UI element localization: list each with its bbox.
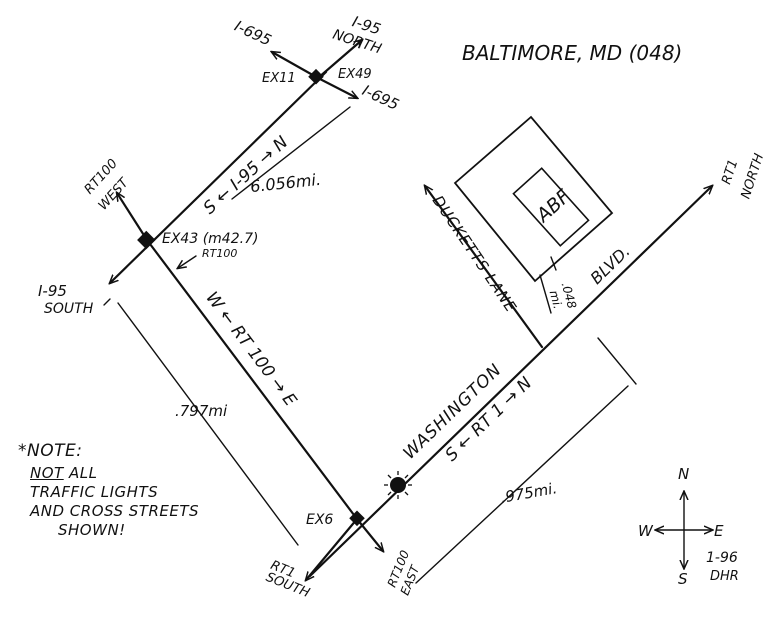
compass-s: S: [678, 570, 688, 588]
note-line-3: AND CROSS STREETS: [30, 502, 200, 520]
compass-w: W: [638, 522, 654, 540]
interchange-ex49: [308, 68, 324, 85]
dim-i95: [231, 106, 351, 200]
rt1-road: [308, 186, 712, 578]
note-line-2: TRAFFIC LIGHTS: [30, 483, 159, 501]
i95-south-sub: SOUTH: [44, 301, 94, 317]
dim-rt100-ext1: [103, 298, 111, 306]
traffic-light-rays: [384, 471, 412, 499]
abf-label-box: [512, 167, 590, 247]
rt100-direction-label: W ← RT 100 → E: [201, 288, 300, 410]
note-box: *NOTE: NOT ALL TRAFFIC LIGHTS AND CROSS …: [18, 442, 218, 540]
traffic-light-icon: [390, 477, 406, 493]
note-all: ALL: [63, 464, 98, 482]
note-not: NOT: [30, 464, 64, 482]
dist-rt100-label: .797mi: [175, 402, 228, 420]
ex43-sub: RT100: [202, 247, 237, 260]
rt100-road: [145, 238, 359, 521]
dist-lane-label: .048: [559, 281, 580, 311]
ex11-label: EX11: [262, 71, 296, 86]
i695-road-west: [272, 52, 320, 80]
dist-lane-unit: mi.: [547, 289, 565, 311]
rt1-north-label: RT1: [719, 158, 741, 187]
ex43-pointer: [178, 255, 197, 268]
note-line-1: NOT ALL: [18, 464, 218, 483]
rt1-south-arrow: [306, 517, 359, 580]
note-line-4: SHOWN!: [58, 521, 126, 539]
initials-label: DHR: [710, 569, 739, 584]
ex43-label: EX43 (m42.7): [162, 231, 258, 247]
ex49-label: EX49: [338, 67, 372, 82]
i695-west-label: I-695: [232, 17, 274, 50]
compass-n: N: [678, 465, 689, 483]
map-title: BALTIMORE, MD (048): [462, 41, 682, 65]
note-heading: *NOTE:: [18, 441, 83, 461]
dim-rt1: [415, 385, 629, 584]
driveway: [550, 256, 557, 271]
dist-rt1-label: .975mi.: [499, 479, 558, 507]
rt1-north-sub: NORTH: [739, 152, 768, 201]
blvd-label: BLVD.: [587, 242, 634, 288]
rt100-east-road: [355, 517, 383, 551]
i95-south-label: I-95: [38, 282, 67, 300]
dim-lane: [539, 274, 552, 314]
i95-north-arrow: [316, 40, 362, 80]
dim-rt100: [117, 302, 299, 546]
compass-icon: [656, 492, 712, 568]
compass-e: E: [714, 522, 724, 540]
ex6-label: EX6: [306, 512, 333, 528]
ducketts-lane-road: [425, 186, 544, 349]
date-label: 1-96: [706, 550, 738, 566]
rt100-west-road: [117, 193, 149, 242]
i695-east-label: I-695: [359, 81, 401, 114]
dim-rt1-ext1: [597, 337, 637, 385]
i695-road-east: [316, 76, 357, 98]
